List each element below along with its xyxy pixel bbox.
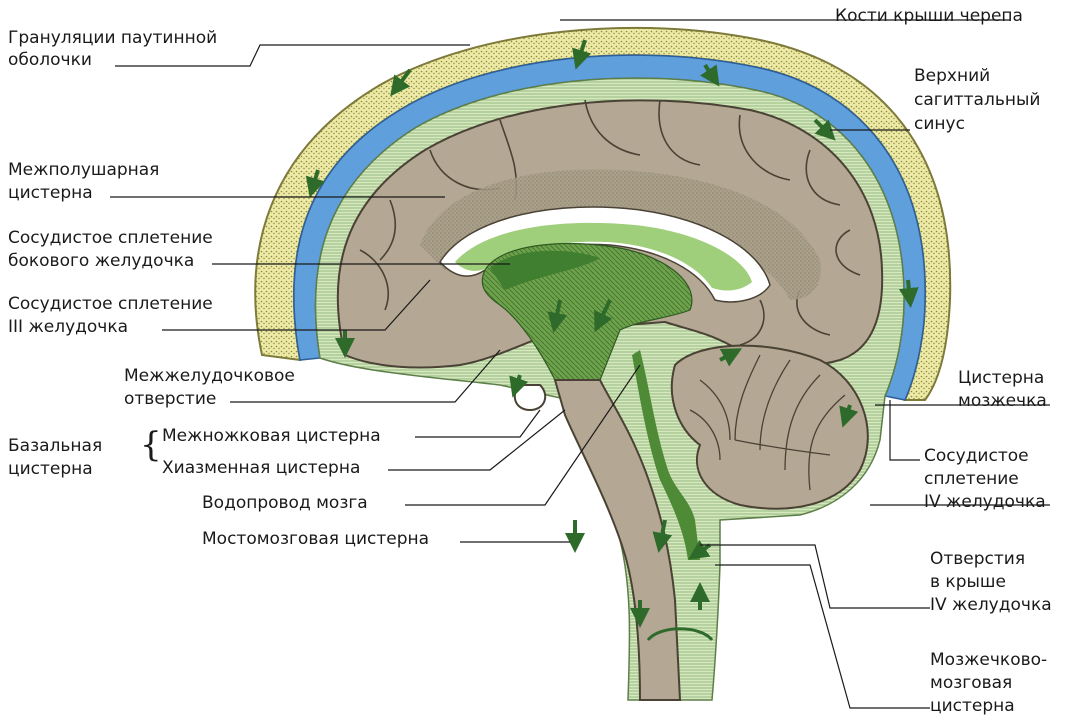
label-superior-sinus-2: сагиттальный — [914, 90, 1040, 111]
label-third-plexus-1: Сосудистое сплетение — [8, 294, 213, 315]
label-cranial-bones: Кости крыши черепа — [835, 6, 1023, 27]
label-lateral-plexus-1: Сосудистое сплетение — [8, 228, 213, 249]
label-fourth-plexus-3: IV желудочка — [924, 492, 1046, 513]
label-interventricular-1: Межжелудочковое — [124, 366, 295, 387]
label-basal-2: цистерна — [8, 459, 93, 480]
label-cerebellomedullary-1: Мозжечково- — [930, 650, 1047, 671]
label-pontine: Мостомозговая цистерна — [202, 529, 429, 550]
label-interventricular-2: отверстие — [124, 389, 216, 410]
label-lateral-plexus-2: бокового желудочка — [8, 251, 194, 272]
label-cerebellar-cistern-1: Цистерна — [958, 368, 1044, 389]
label-arachnoid-granulations-2: оболочки — [8, 50, 92, 71]
label-interhemispheric-1: Межполушарная — [8, 160, 159, 181]
label-fourth-plexus-2: сплетение — [924, 469, 1019, 490]
label-fourth-apertures-1: Отверстия — [930, 549, 1025, 570]
label-fourth-plexus-1: Сосудистое — [924, 446, 1029, 467]
label-cerebellomedullary-3: цистерна — [930, 696, 1015, 717]
label-interhemispheric-2: цистерна — [8, 183, 93, 204]
label-basal-1: Базальная — [8, 436, 102, 457]
label-cerebellomedullary-2: мозговая — [930, 673, 1012, 694]
label-aqueduct: Водопровод мозга — [202, 493, 368, 514]
label-chiasmatic: Хиазменная цистерна — [162, 458, 360, 479]
label-third-plexus-2: III желудочка — [8, 317, 128, 338]
label-cerebellar-cistern-2: мозжечка — [958, 391, 1047, 412]
label-fourth-apertures-3: IV желудочка — [930, 595, 1052, 616]
label-fourth-apertures-2: в крыше — [930, 572, 1006, 593]
label-superior-sinus-1: Верхний — [914, 66, 990, 87]
pituitary — [515, 385, 545, 410]
basal-brace: { — [140, 428, 162, 462]
label-arachnoid-granulations-1: Грануляции паутинной — [8, 28, 217, 49]
label-superior-sinus-3: синус — [914, 114, 965, 135]
label-interpeduncular: Межножковая цистерна — [162, 426, 381, 447]
